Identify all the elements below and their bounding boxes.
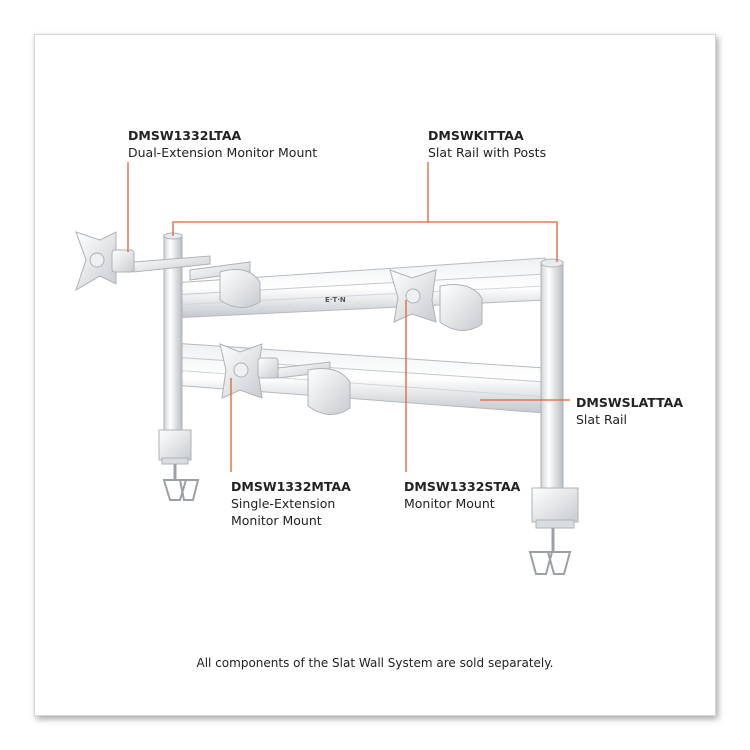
- callout-slat-desc: Slat Rail: [576, 412, 627, 427]
- callout-mtaa-desc-line2: Monitor Mount: [231, 513, 322, 528]
- left-post: [158, 232, 200, 501]
- callout-mtaa-sku: DMSW1332MTAA: [231, 479, 351, 494]
- leader-kit: [172, 162, 429, 236]
- monitor-mount-staa: [389, 269, 483, 331]
- callout-lines: [127, 162, 570, 472]
- rail-brand-logo: E·T·N: [325, 296, 346, 304]
- callout-slat: DMSWSLATTAA Slat Rail: [576, 394, 683, 428]
- callout-ltaa-desc: Dual-Extension Monitor Mount: [128, 145, 318, 160]
- callout-kit: DMSWKITTAA Slat Rail with Posts: [428, 127, 546, 161]
- callout-staa-sku: DMSW1332STAA: [404, 479, 521, 494]
- callout-kit-sku: DMSWKITTAA: [428, 128, 524, 143]
- dual-extension-mount: [75, 231, 261, 308]
- callout-mtaa: DMSW1332MTAA Single-Extension Monitor Mo…: [231, 478, 351, 529]
- callout-ltaa: DMSW1332LTAA Dual-Extension Monitor Moun…: [128, 127, 317, 161]
- callout-staa: DMSW1332STAA Monitor Mount: [404, 478, 520, 512]
- callout-mtaa-desc-line1: Single-Extension: [231, 496, 336, 511]
- right-post: [528, 258, 579, 575]
- callout-kit-desc: Slat Rail with Posts: [428, 145, 547, 160]
- leader-kit-right: [428, 221, 558, 262]
- callout-staa-desc: Monitor Mount: [404, 496, 495, 511]
- callout-ltaa-sku: DMSW1332LTAA: [128, 128, 242, 143]
- footer-note: All components of the Slat Wall System a…: [196, 656, 554, 670]
- callout-slat-sku: DMSWSLATTAA: [576, 395, 683, 410]
